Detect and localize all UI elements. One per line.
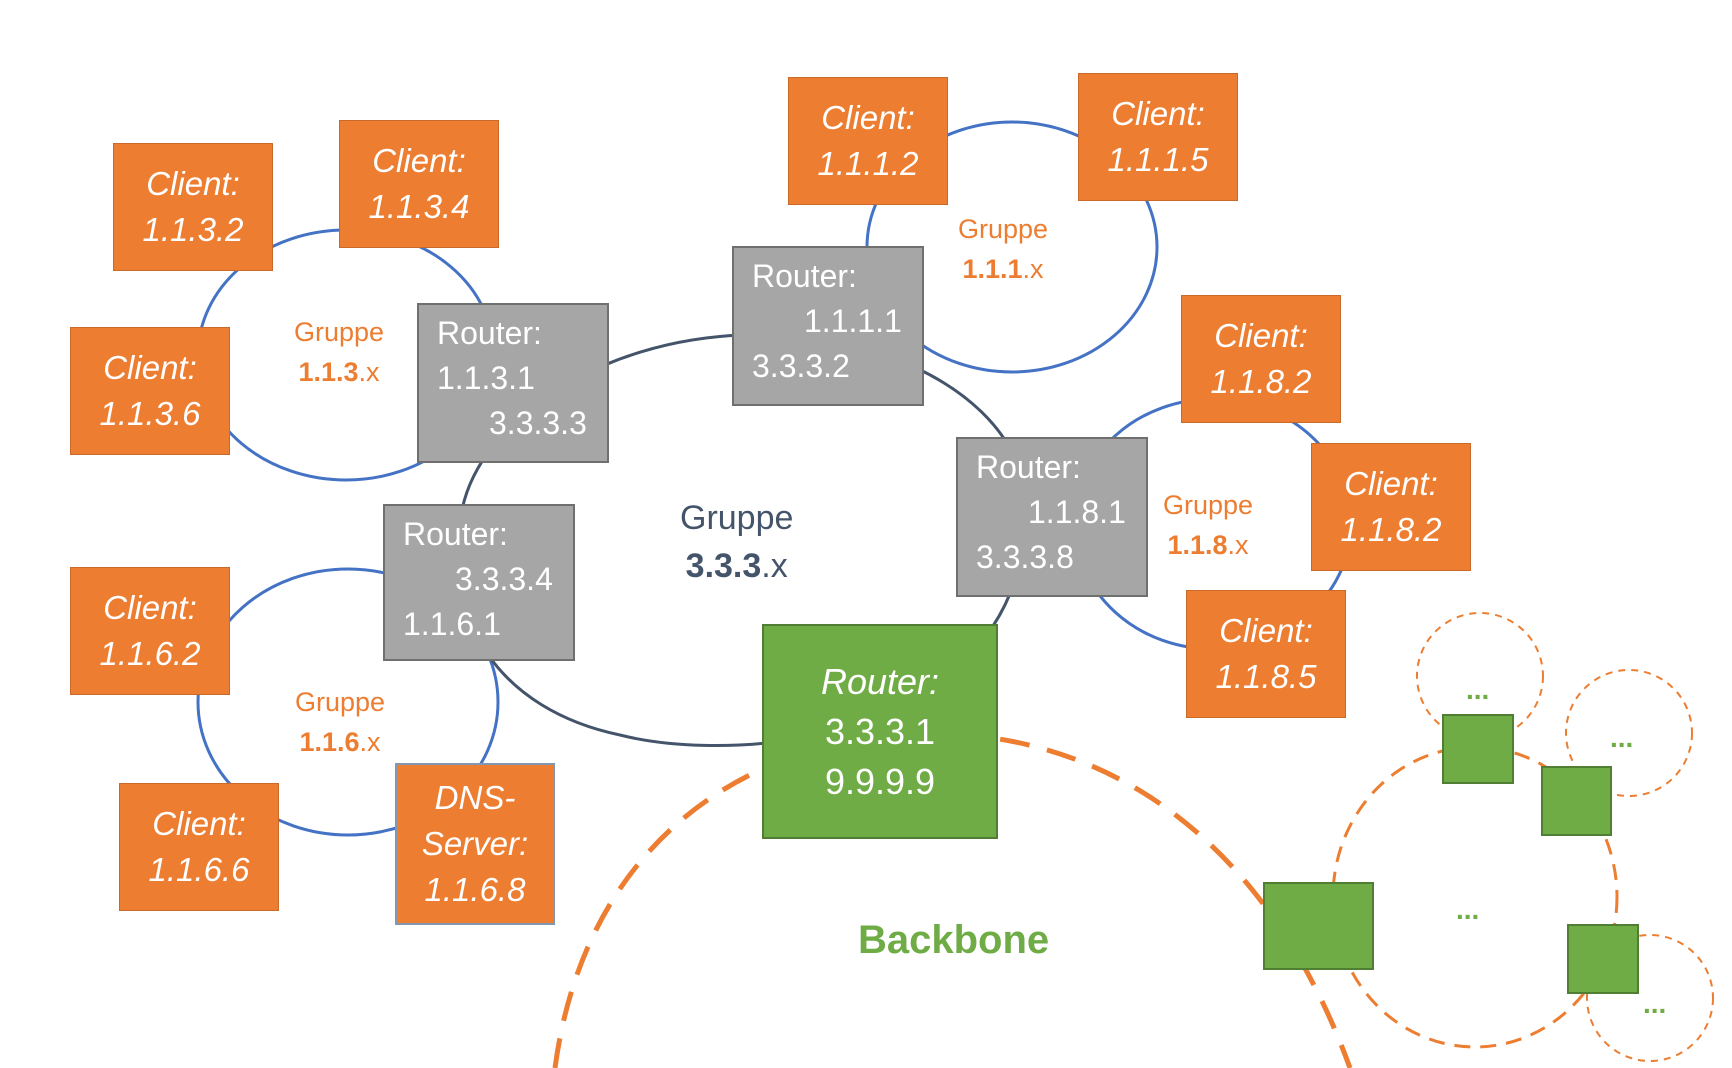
client-1-1-8-2-a[interactable]: Client: 1.1.8.2 (1181, 295, 1341, 423)
backbone-node-3[interactable] (1541, 766, 1612, 836)
client-1-1-3-2[interactable]: Client: 1.1.3.2 (113, 143, 273, 271)
client-ip: 1.1.8.2 (1210, 363, 1312, 400)
ellipsis-3: ... (1456, 894, 1480, 925)
router-ip-1: 3.3.3.4 (455, 561, 553, 597)
sub-ring-1 (1416, 612, 1544, 740)
router-1-1-8-1[interactable]: Router: 1.1.8.1 3.3.3.8 (956, 437, 1148, 597)
group-prefix: 3.3.3 (685, 547, 762, 585)
router-ip-2: 3.3.3.2 (752, 348, 850, 384)
router-label: Router: (976, 449, 1081, 485)
client-ip: 1.1.6.2 (99, 635, 201, 672)
backbone-node-4[interactable] (1567, 924, 1639, 994)
sub-ring-3 (1586, 934, 1714, 1062)
ellipsis-1: ... (1466, 674, 1490, 705)
core-router-3-3-3-1[interactable]: Router: 3.3.3.1 9.9.9.9 (762, 624, 998, 839)
sub-ring-2 (1565, 669, 1693, 797)
router-1-1-3-1[interactable]: Router: 1.1.3.1 3.3.3.3 (417, 303, 609, 463)
router-label: Router: (752, 258, 857, 294)
client-label: Client: (152, 805, 246, 842)
group-label-text: Gruppe (1163, 490, 1254, 520)
group-label-1-1-3: Gruppe 1.1.3.x (294, 312, 384, 392)
router-ip-2: 3.3.3.8 (976, 539, 1074, 575)
group-label-text: Gruppe (295, 687, 386, 717)
router-1-1-1-1[interactable]: Router: 1.1.1.1 3.3.3.2 (732, 246, 924, 406)
group-label-1-1-1: Gruppe 1.1.1.x (958, 209, 1048, 289)
group-ring-1-1-6 (196, 567, 500, 837)
dns-label-line1: DNS- (434, 779, 516, 816)
client-label: Client: (372, 142, 466, 179)
client-ip: 1.1.3.6 (99, 395, 201, 432)
client-1-1-6-6[interactable]: Client: 1.1.6.6 (119, 783, 279, 911)
client-label: Client: (1219, 612, 1313, 649)
dns-label-line2: Server: (421, 825, 529, 862)
router-3-3-3-4[interactable]: Router: 3.3.3.4 1.1.6.1 (383, 504, 575, 661)
client-label: Client: (103, 589, 197, 626)
router-ip-1: 1.1.3.1 (437, 360, 535, 396)
router-ip-1: 1.1.8.1 (1028, 494, 1126, 530)
client-ip: 1.1.3.2 (142, 211, 244, 248)
group-label-text: Gruppe (294, 317, 385, 347)
client-1-1-8-2-b[interactable]: Client: 1.1.8.2 (1311, 443, 1471, 571)
group-prefix: 1.1.1 (962, 254, 1023, 284)
group-label-1-1-6: Gruppe 1.1.6.x (295, 682, 385, 762)
router-ip-2: 3.3.3.3 (489, 405, 587, 441)
client-label: Client: (821, 99, 915, 136)
client-ip: 1.1.8.5 (1215, 658, 1317, 695)
client-ip: 1.1.1.5 (1107, 141, 1209, 178)
group-label-text: Gruppe (958, 214, 1049, 244)
client-ip: 1.1.6.6 (148, 851, 250, 888)
ellipsis-4: ... (1643, 988, 1667, 1019)
group-suffix: .x (1022, 254, 1044, 284)
client-1-1-3-6[interactable]: Client: 1.1.3.6 (70, 327, 230, 455)
backbone-node-2[interactable] (1442, 714, 1514, 784)
group-suffix: .x (1227, 530, 1249, 560)
group-label-text: Gruppe (680, 499, 794, 537)
core-router-label: Router: (820, 660, 940, 702)
client-1-1-3-4[interactable]: Client: 1.1.3.4 (339, 120, 499, 248)
backbone-label: Backbone (858, 918, 1050, 962)
client-label: Client: (1344, 465, 1438, 502)
router-label: Router: (437, 315, 542, 351)
group-suffix: .x (761, 547, 788, 585)
group-label-1-1-8: Gruppe 1.1.8.x (1163, 485, 1253, 565)
client-ip: 1.1.1.2 (817, 145, 919, 182)
client-1-1-8-5[interactable]: Client: 1.1.8.5 (1186, 590, 1346, 718)
client-1-1-1-5[interactable]: Client: 1.1.1.5 (1078, 73, 1238, 201)
dns-ip: 1.1.6.8 (424, 871, 526, 908)
group-prefix: 1.1.8 (1167, 530, 1228, 560)
client-label: Client: (146, 165, 240, 202)
client-ip: 1.1.8.2 (1340, 511, 1442, 548)
client-label: Client: (103, 349, 197, 386)
router-ip-2: 1.1.6.1 (403, 606, 501, 642)
client-1-1-6-2[interactable]: Client: 1.1.6.2 (70, 567, 230, 695)
router-ip-1: 1.1.1.1 (804, 303, 902, 339)
core-router-ip-2: 9.9.9.9 (824, 760, 936, 802)
dns-server-1-1-6-8[interactable]: DNS- Server: 1.1.6.8 (395, 763, 555, 925)
router-label: Router: (403, 516, 508, 552)
client-ip: 1.1.3.4 (368, 188, 470, 225)
core-router-ip-1: 3.3.3.1 (824, 710, 936, 752)
group-suffix: .x (358, 357, 380, 387)
client-1-1-1-2[interactable]: Client: 1.1.1.2 (788, 77, 948, 205)
group-label-3-3-3: Gruppe 3.3.3.x (680, 494, 793, 590)
backbone-node-1[interactable] (1263, 882, 1374, 970)
group-prefix: 1.1.6 (299, 727, 360, 757)
client-label: Client: (1214, 317, 1308, 354)
ellipsis-2: ... (1610, 722, 1634, 753)
client-label: Client: (1111, 95, 1205, 132)
group-prefix: 1.1.3 (298, 357, 359, 387)
group-suffix: .x (359, 727, 381, 757)
